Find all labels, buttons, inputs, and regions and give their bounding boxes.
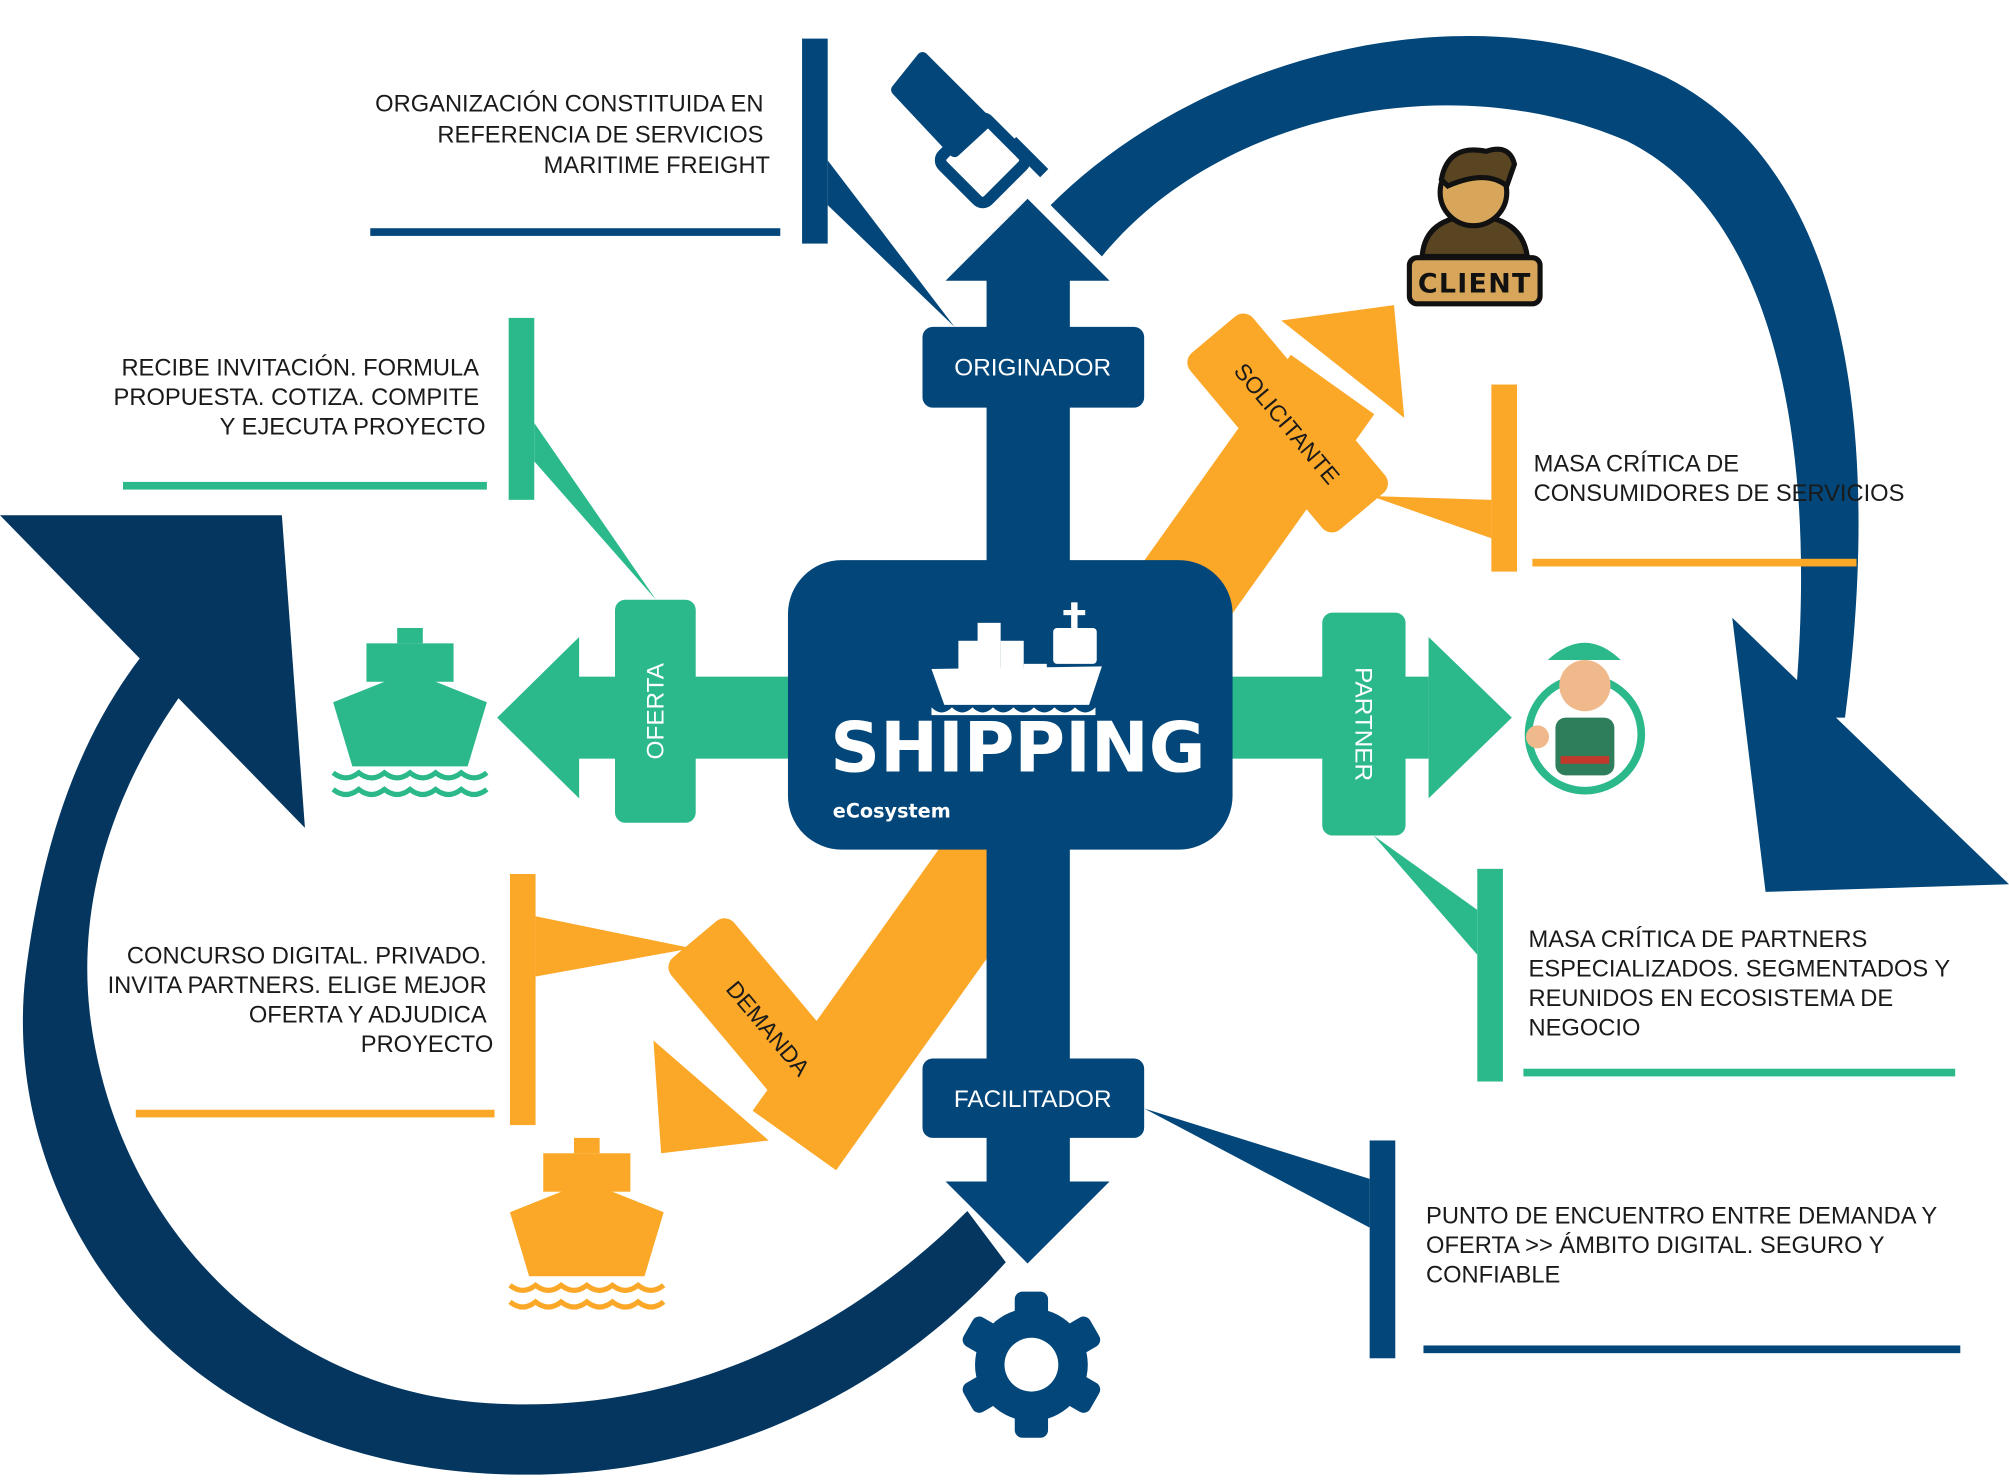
- svg-text:MASA CRÍTICA DE CONSUMID: MASA CRÍTICA DE CONSUMIDORES DE SERVICIO…: [1534, 451, 1905, 507]
- desc-line: PROYECTO: [361, 1032, 494, 1058]
- svg-text:MASA CRÍTICA DE PARTNERS: MASA CRÍTICA DE PARTNERS ESPECIALIZADOS.…: [1529, 926, 1957, 1041]
- desc-line: ORGANIZACIÓN CONSTITUIDA EN: [375, 91, 763, 118]
- cycle-arrow-top-right: [1050, 36, 2009, 892]
- svg-text:CONCURSO DIGITAL. PRIVADO.: CONCURSO DIGITAL. PRIVADO. INVITA PARTNE…: [108, 944, 494, 1058]
- desc-line: RECIBE INVITACIÓN. FORMULA: [121, 355, 479, 382]
- desc-line: CONSUMIDORES DE SERVICIOS: [1534, 481, 1905, 507]
- role-facilitador: FACILITADOR: [922, 1058, 1145, 1138]
- center-title: SHIPPING: [830, 708, 1205, 788]
- orange-ship-icon: [508, 1137, 666, 1310]
- desc-line: Y EJECUTA PROYECTO: [220, 414, 486, 440]
- key-icon: [891, 52, 1049, 209]
- desc-line: MASA CRÍTICA DE PARTNERS: [1529, 926, 1868, 953]
- center-subtitle: eCosystem: [833, 800, 951, 823]
- callout-facilitador: PUNTO DE ENCUENTRO ENTRE DEMANDA Y OFERT…: [1144, 1108, 1961, 1359]
- client-icon: CLIENT: [1406, 146, 1543, 307]
- svg-text:PUNTO DE ENCUENTRO ENTRE DEMAN: PUNTO DE ENCUENTRO ENTRE DEMANDA Y OFERT…: [1426, 1204, 1944, 1289]
- desc-line: INVITA PARTNERS. ELIGE MEJOR: [108, 973, 487, 999]
- desc-line: REUNIDOS EN ECOSISTEMA DE: [1529, 986, 1894, 1012]
- role-label: OFERTA: [643, 662, 670, 759]
- role-label: PARTNER: [1350, 667, 1377, 781]
- desc-line: ESPECIALIZADOS. SEGMENTADOS Y: [1529, 956, 1951, 982]
- svg-text:ORGANIZACIÓN CONSTITUIDA EN: ORGANIZACIÓN CONSTITUIDA EN REFERENCIA D…: [375, 91, 770, 180]
- desc-line: CONFIABLE: [1426, 1263, 1560, 1289]
- green-ship-icon: [331, 627, 489, 798]
- desc-line: CONCURSO DIGITAL. PRIVADO.: [127, 944, 487, 970]
- role-oferta: OFERTA: [615, 599, 696, 823]
- desc-line: REFERENCIA DE SERVICIOS: [437, 122, 763, 148]
- role-originador: ORIGINADOR: [922, 326, 1145, 408]
- callout-solicitante: MASA CRÍTICA DE CONSUMIDORES DE SERVICIO…: [1370, 384, 1905, 572]
- partner-mascot-icon: [1524, 642, 1646, 795]
- gear-icon: [962, 1291, 1101, 1438]
- cycle-arrow-bottom-left: [0, 515, 1006, 1475]
- center-logo: SHIPPING eCosystem: [787, 560, 1233, 850]
- desc-line: NEGOCIO: [1529, 1015, 1641, 1041]
- callout-demanda: CONCURSO DIGITAL. PRIVADO. INVITA PARTNE…: [108, 873, 692, 1126]
- role-label: ORIGINADOR: [954, 355, 1111, 382]
- callout-partner: MASA CRÍTICA DE PARTNERS ESPECIALIZADOS.…: [1373, 835, 1957, 1082]
- cargo-ship-icon: [931, 602, 1102, 716]
- svg-text:RECIBE INVITACIÓN. FORMULA: RECIBE INVITACIÓN. FORMULA PROPUESTA. CO…: [114, 355, 486, 441]
- callout-oferta: RECIBE INVITACIÓN. FORMULA PROPUESTA. CO…: [114, 317, 656, 600]
- role-partner: PARTNER: [1322, 612, 1406, 836]
- desc-line: OFERTA >> ÁMBITO DIGITAL. SEGURO Y: [1426, 1232, 1885, 1259]
- desc-line: MARITIME FREIGHT: [544, 153, 770, 179]
- role-label: FACILITADOR: [954, 1086, 1112, 1113]
- callout-originador: ORGANIZACIÓN CONSTITUIDA EN REFERENCIA D…: [370, 38, 955, 327]
- desc-line: PUNTO DE ENCUENTRO ENTRE DEMANDA Y: [1426, 1204, 1937, 1230]
- desc-line: OFERTA Y ADJUDICA: [249, 1003, 487, 1029]
- client-badge: CLIENT: [1418, 268, 1532, 299]
- desc-line: MASA CRÍTICA DE: [1534, 451, 1739, 478]
- desc-line: PROPUESTA. COTIZA. COMPITE: [114, 385, 479, 411]
